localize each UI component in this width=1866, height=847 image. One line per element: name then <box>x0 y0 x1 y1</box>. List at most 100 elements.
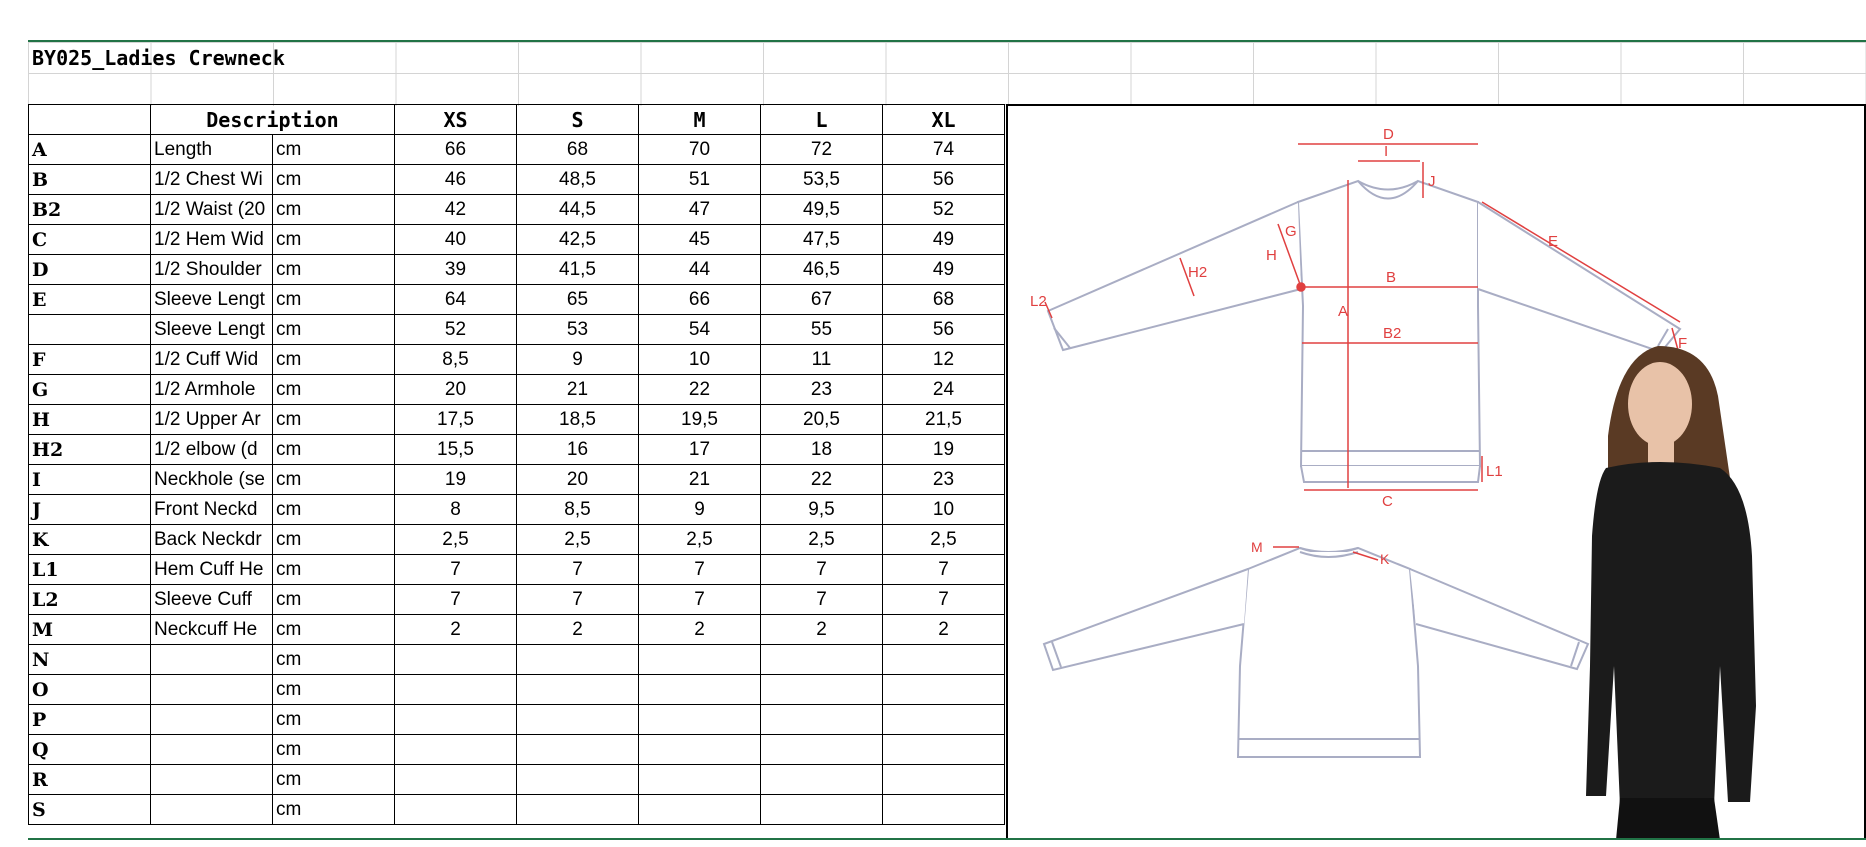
row-value-cell[interactable] <box>394 644 517 675</box>
row-value-cell[interactable]: 52 <box>394 314 517 345</box>
row-value-cell[interactable]: 54 <box>638 314 761 345</box>
row-value-cell[interactable]: 2,5 <box>394 524 517 555</box>
row-unit-cell[interactable]: cm <box>272 644 395 675</box>
row-value-cell[interactable] <box>760 764 883 795</box>
row-value-cell[interactable]: 53 <box>516 314 639 345</box>
row-value-cell[interactable]: 47,5 <box>760 224 883 255</box>
row-value-cell[interactable]: 19 <box>394 464 517 495</box>
row-value-cell[interactable] <box>394 704 517 735</box>
row-value-cell[interactable]: 2 <box>882 614 1005 645</box>
row-value-cell[interactable]: 20,5 <box>760 404 883 435</box>
row-value-cell[interactable]: 7 <box>760 584 883 615</box>
row-unit-cell[interactable]: cm <box>272 494 395 525</box>
row-code-cell[interactable]: S <box>28 794 151 825</box>
row-description-cell[interactable]: 1/2 Hem Wid <box>150 224 273 255</box>
row-value-cell[interactable]: 2 <box>516 614 639 645</box>
header-code[interactable] <box>28 104 151 135</box>
row-value-cell[interactable]: 39 <box>394 254 517 285</box>
row-unit-cell[interactable]: cm <box>272 524 395 555</box>
row-value-cell[interactable]: 46,5 <box>760 254 883 285</box>
row-code-cell[interactable]: P <box>28 704 151 735</box>
row-value-cell[interactable]: 45 <box>638 224 761 255</box>
row-value-cell[interactable]: 2 <box>760 614 883 645</box>
row-value-cell[interactable]: 20 <box>516 464 639 495</box>
row-value-cell[interactable]: 2 <box>394 614 517 645</box>
row-value-cell[interactable]: 23 <box>760 374 883 405</box>
row-value-cell[interactable] <box>882 704 1005 735</box>
row-description-cell[interactable]: Length <box>150 134 273 165</box>
row-value-cell[interactable]: 7 <box>882 584 1005 615</box>
row-description-cell[interactable]: Neckhole (se <box>150 464 273 495</box>
row-value-cell[interactable]: 42 <box>394 194 517 225</box>
row-value-cell[interactable] <box>638 764 761 795</box>
row-value-cell[interactable]: 2,5 <box>516 524 639 555</box>
row-value-cell[interactable]: 56 <box>882 314 1005 345</box>
row-code-cell[interactable]: C <box>28 224 151 255</box>
row-value-cell[interactable]: 49 <box>882 224 1005 255</box>
row-unit-cell[interactable]: cm <box>272 704 395 735</box>
row-value-cell[interactable]: 66 <box>638 284 761 315</box>
header-size-m[interactable]: M <box>638 104 761 135</box>
row-code-cell[interactable]: F <box>28 344 151 375</box>
row-value-cell[interactable]: 22 <box>638 374 761 405</box>
row-value-cell[interactable] <box>394 764 517 795</box>
row-value-cell[interactable]: 74 <box>882 134 1005 165</box>
row-unit-cell[interactable]: cm <box>272 674 395 705</box>
row-value-cell[interactable]: 7 <box>882 554 1005 585</box>
row-unit-cell[interactable]: cm <box>272 134 395 165</box>
sheet-title[interactable]: BY025_Ladies Crewneck <box>32 46 285 70</box>
row-value-cell[interactable]: 8,5 <box>394 344 517 375</box>
row-value-cell[interactable]: 48,5 <box>516 164 639 195</box>
row-code-cell[interactable]: O <box>28 674 151 705</box>
row-description-cell[interactable]: Sleeve Lengt <box>150 314 273 345</box>
row-value-cell[interactable]: 7 <box>516 584 639 615</box>
row-value-cell[interactable]: 7 <box>516 554 639 585</box>
row-value-cell[interactable]: 23 <box>882 464 1005 495</box>
row-value-cell[interactable] <box>638 674 761 705</box>
row-value-cell[interactable]: 17 <box>638 434 761 465</box>
row-value-cell[interactable] <box>394 734 517 765</box>
header-size-xl[interactable]: XL <box>882 104 1005 135</box>
row-value-cell[interactable]: 49,5 <box>760 194 883 225</box>
row-code-cell[interactable]: E <box>28 284 151 315</box>
row-value-cell[interactable]: 8 <box>394 494 517 525</box>
row-value-cell[interactable]: 64 <box>394 284 517 315</box>
row-unit-cell[interactable]: cm <box>272 374 395 405</box>
row-value-cell[interactable] <box>394 674 517 705</box>
row-value-cell[interactable]: 16 <box>516 434 639 465</box>
row-description-cell[interactable]: 1/2 Cuff Wid <box>150 344 273 375</box>
row-value-cell[interactable] <box>882 734 1005 765</box>
row-value-cell[interactable]: 7 <box>394 554 517 585</box>
row-unit-cell[interactable]: cm <box>272 794 395 825</box>
row-code-cell[interactable]: H <box>28 404 151 435</box>
row-description-cell[interactable] <box>150 794 273 825</box>
row-value-cell[interactable] <box>516 704 639 735</box>
row-value-cell[interactable]: 17,5 <box>394 404 517 435</box>
row-value-cell[interactable]: 7 <box>638 554 761 585</box>
row-code-cell[interactable]: R <box>28 764 151 795</box>
row-value-cell[interactable]: 7 <box>394 584 517 615</box>
row-value-cell[interactable]: 2 <box>638 614 761 645</box>
row-value-cell[interactable]: 19,5 <box>638 404 761 435</box>
header-description[interactable]: Description <box>150 104 395 135</box>
row-value-cell[interactable]: 7 <box>760 554 883 585</box>
row-value-cell[interactable]: 46 <box>394 164 517 195</box>
row-value-cell[interactable]: 18,5 <box>516 404 639 435</box>
row-unit-cell[interactable]: cm <box>272 554 395 585</box>
row-value-cell[interactable] <box>516 764 639 795</box>
row-value-cell[interactable]: 66 <box>394 134 517 165</box>
header-size-l[interactable]: L <box>760 104 883 135</box>
row-value-cell[interactable]: 53,5 <box>760 164 883 195</box>
row-value-cell[interactable]: 24 <box>882 374 1005 405</box>
row-value-cell[interactable] <box>760 734 883 765</box>
row-description-cell[interactable]: Neckcuff He <box>150 614 273 645</box>
row-code-cell[interactable]: B2 <box>28 194 151 225</box>
row-code-cell[interactable]: G <box>28 374 151 405</box>
row-value-cell[interactable] <box>394 794 517 825</box>
row-unit-cell[interactable]: cm <box>272 344 395 375</box>
row-value-cell[interactable]: 40 <box>394 224 517 255</box>
row-value-cell[interactable]: 18 <box>760 434 883 465</box>
row-value-cell[interactable]: 22 <box>760 464 883 495</box>
row-value-cell[interactable]: 68 <box>882 284 1005 315</box>
row-value-cell[interactable] <box>638 644 761 675</box>
